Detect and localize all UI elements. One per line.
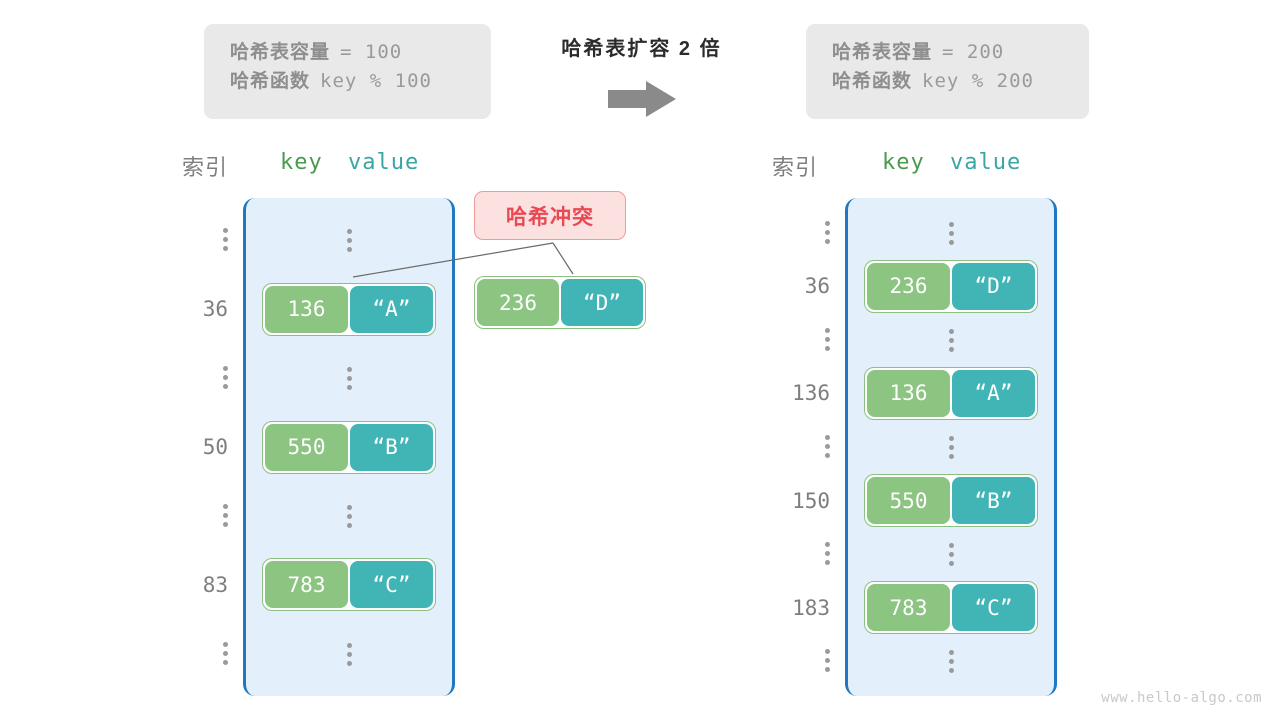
- function-value: key % 200: [922, 70, 1034, 93]
- vertical-ellipsis-icon: [825, 220, 830, 244]
- hash-table-info-after: 哈希表容量 = 200 哈希函数 key % 200: [806, 24, 1089, 119]
- column-header-value-right: value: [950, 150, 1022, 175]
- table-row: 550“B”: [262, 420, 436, 474]
- vertical-ellipsis-icon: [825, 435, 830, 458]
- index-ellipsis: [148, 364, 228, 390]
- watermark: www.hello-algo.com: [1101, 690, 1262, 706]
- column-header-key-right: key: [882, 150, 925, 175]
- collision-badge-label: 哈希冲突: [506, 205, 594, 229]
- transform-title: 哈希表扩容 2 倍: [561, 38, 722, 60]
- entry-value: “D”: [561, 279, 643, 326]
- column-header-key-left: key: [280, 150, 323, 175]
- row-ellipsis-icon: [948, 543, 954, 567]
- index-ellipsis: [750, 647, 830, 673]
- entry-value: “B”: [350, 423, 433, 471]
- entry-value: “C”: [350, 561, 433, 609]
- capacity-label: 哈希表容量: [832, 42, 933, 63]
- index-label: 136: [792, 381, 830, 406]
- vertical-ellipsis-icon: [223, 503, 228, 527]
- row-ellipsis-icon: [948, 221, 954, 245]
- row-ellipsis-icon: [346, 229, 352, 253]
- hash-table-info-before: 哈希表容量 = 100 哈希函数 key % 100: [204, 24, 491, 119]
- row-ellipsis-icon: [948, 650, 954, 674]
- entry-key: 783: [867, 584, 950, 632]
- entry-value: “C”: [952, 584, 1035, 632]
- function-value: key % 100: [320, 70, 432, 93]
- table-row: 783“C”: [262, 558, 436, 612]
- column-header-value-left: value: [348, 150, 420, 175]
- index-ellipsis: [750, 433, 830, 458]
- capacity-value: = 200: [942, 41, 1005, 63]
- index-label: 150: [792, 488, 830, 513]
- vertical-ellipsis-icon: [223, 228, 228, 252]
- row-ellipsis-icon: [346, 367, 352, 391]
- vertical-ellipsis-icon: [825, 649, 830, 673]
- row-ellipsis-icon: [346, 504, 352, 528]
- collision-badge: 哈希冲突: [474, 191, 626, 240]
- index-ellipsis: [750, 326, 830, 351]
- capacity-line-before: 哈希表容量 = 100: [230, 38, 465, 67]
- table-row: 783“C”: [864, 581, 1038, 635]
- entry-value: “A”: [952, 369, 1035, 417]
- index-label: 83: [202, 572, 228, 597]
- entry-value: “A”: [350, 285, 433, 333]
- row-ellipsis-icon: [948, 436, 954, 459]
- capacity-label: 哈希表容量: [230, 42, 331, 63]
- index-ellipsis: [148, 226, 228, 252]
- entry-key: 136: [265, 285, 348, 333]
- index-label: 183: [792, 595, 830, 620]
- column-header-index-left: 索引: [181, 155, 228, 180]
- entry-key: 783: [265, 561, 348, 609]
- vertical-ellipsis-icon: [223, 366, 228, 390]
- entry-key: 550: [265, 423, 348, 471]
- column-header-index-right: 索引: [771, 155, 818, 180]
- index-ellipsis: [148, 640, 228, 665]
- table-row: 136“A”: [262, 282, 436, 336]
- index-ellipsis: [750, 540, 830, 566]
- entry-key: 550: [867, 477, 950, 525]
- index-ellipsis: [148, 502, 228, 527]
- row-ellipsis-icon: [346, 642, 352, 666]
- index-label: 36: [804, 274, 830, 299]
- table-row: 550“B”: [864, 474, 1038, 528]
- index-label: 36: [202, 297, 228, 322]
- entry-key: 136: [867, 369, 950, 417]
- entry-key: 236: [867, 262, 950, 310]
- table-row: 136“A”: [864, 366, 1038, 420]
- row-ellipsis-icon: [948, 328, 954, 352]
- vertical-ellipsis-icon: [223, 641, 228, 665]
- function-line-after: 哈希函数 key % 200: [832, 67, 1063, 96]
- index-label: 50: [202, 435, 228, 459]
- detached-entry-236: 236 “D”: [474, 276, 646, 329]
- entry-value: “D”: [952, 262, 1035, 310]
- capacity-value: = 100: [340, 41, 403, 63]
- vertical-ellipsis-icon: [825, 327, 830, 351]
- function-label: 哈希函数: [832, 71, 913, 93]
- function-line-before: 哈希函数 key % 100: [230, 67, 465, 96]
- entry-value: “B”: [952, 477, 1035, 525]
- index-ellipsis: [750, 219, 830, 244]
- vertical-ellipsis-icon: [825, 542, 830, 566]
- table-row: 236“D”: [864, 259, 1038, 313]
- function-label: 哈希函数: [230, 71, 311, 93]
- capacity-line-after: 哈希表容量 = 200: [832, 38, 1063, 67]
- right-arrow-icon: [608, 81, 676, 117]
- entry-key: 236: [477, 279, 559, 326]
